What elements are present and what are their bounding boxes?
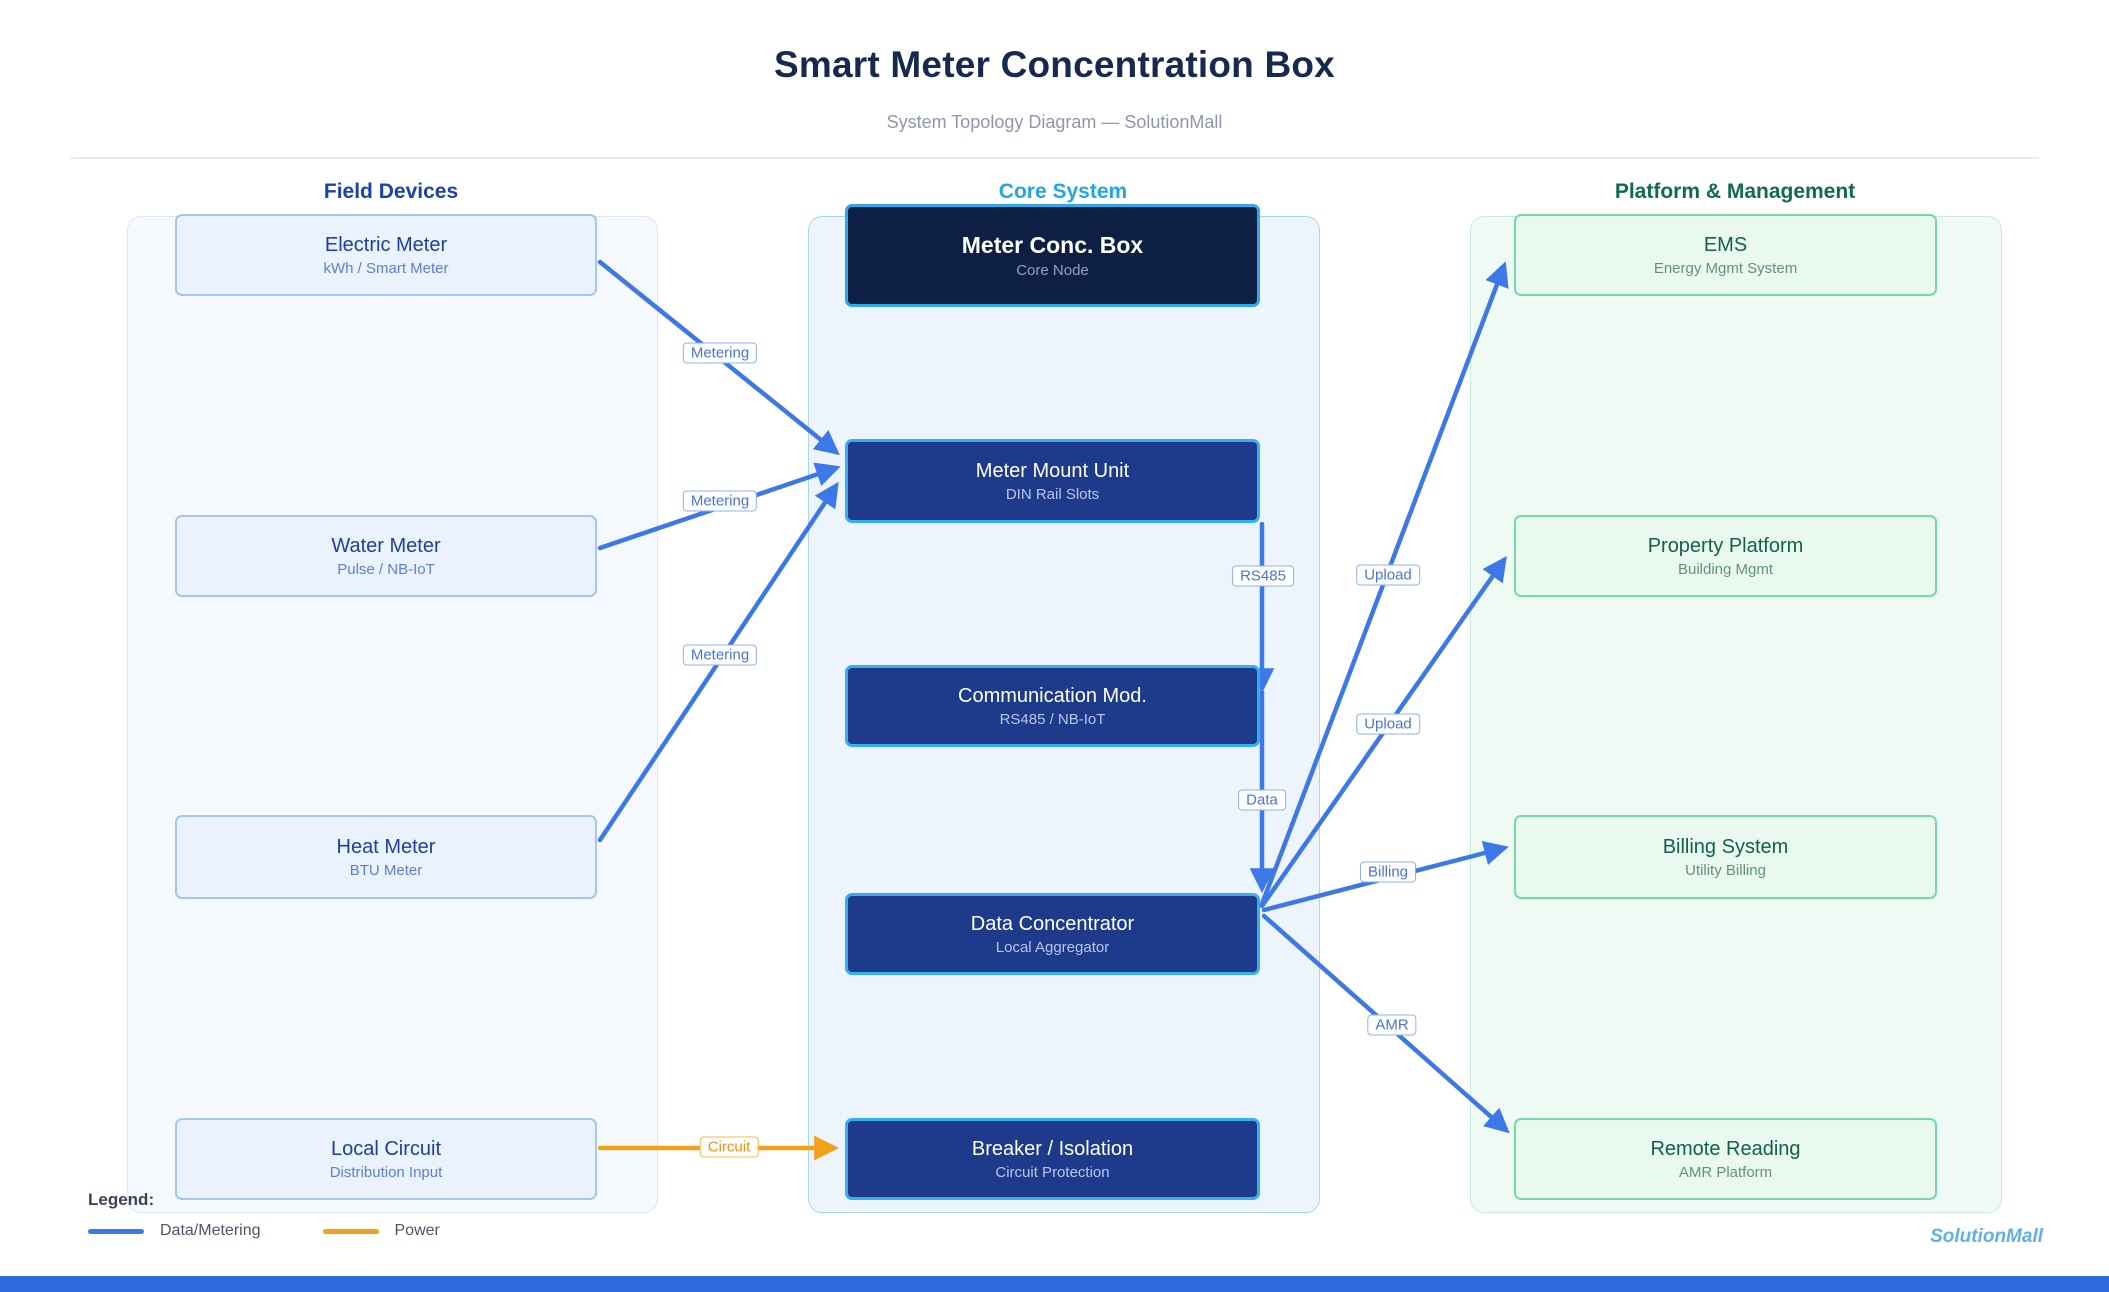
- edge-label-metering-water: Metering: [682, 490, 758, 512]
- platform-management-lane: [1470, 216, 2002, 1213]
- node-local-circuit: Local Circuit Distribution Input: [175, 1118, 597, 1200]
- node-subtitle: Distribution Input: [329, 1163, 443, 1181]
- node-subtitle: AMR Platform: [1678, 1163, 1773, 1181]
- node-breaker-isolation: Breaker / Isolation Circuit Protection: [845, 1118, 1260, 1200]
- node-title: Meter Mount Unit: [975, 459, 1130, 482]
- watermark-brand: SolutionMall: [1930, 1226, 2043, 1247]
- legend-label-power: Power: [394, 1222, 440, 1239]
- node-subtitle: Circuit Protection: [995, 1163, 1110, 1181]
- node-meter-conc-box: Meter Conc. Box Core Node: [845, 204, 1260, 307]
- node-title: Remote Reading: [1650, 1137, 1801, 1160]
- node-subtitle: RS485 / NB-IoT: [999, 710, 1106, 728]
- node-subtitle: Pulse / NB-IoT: [337, 560, 435, 578]
- node-title: Billing System: [1662, 835, 1789, 858]
- column-header-platform-management: Platform & Management: [1614, 180, 1856, 203]
- node-title: Property Platform: [1647, 534, 1804, 557]
- node-title: Water Meter: [331, 534, 441, 557]
- node-title: Meter Conc. Box: [961, 232, 1144, 259]
- node-title: EMS: [1703, 233, 1748, 256]
- edge-label-amr: AMR: [1367, 1014, 1417, 1036]
- edge-label-upload-ems: Upload: [1356, 564, 1420, 586]
- edge-label-upload-property: Upload: [1356, 713, 1420, 735]
- node-title: Breaker / Isolation: [971, 1137, 1134, 1160]
- node-electric-meter: Electric Meter kWh / Smart Meter: [175, 214, 597, 296]
- node-title: Electric Meter: [324, 233, 448, 256]
- edge-label-rs485: RS485: [1232, 565, 1294, 587]
- node-title: Data Concentrator: [970, 912, 1135, 935]
- node-water-meter: Water Meter Pulse / NB-IoT: [175, 515, 597, 597]
- node-subtitle: BTU Meter: [349, 861, 423, 879]
- node-remote-reading: Remote Reading AMR Platform: [1514, 1118, 1937, 1200]
- node-billing-system: Billing System Utility Billing: [1514, 815, 1937, 899]
- legend-title: Legend:: [88, 1190, 155, 1209]
- column-header-field-devices: Field Devices: [323, 180, 459, 203]
- header-divider: [70, 157, 2039, 159]
- edge-label-billing: Billing: [1359, 861, 1417, 883]
- node-title: Heat Meter: [336, 835, 436, 858]
- node-communication-mod: Communication Mod. RS485 / NB-IoT: [845, 665, 1260, 747]
- node-subtitle: Building Mgmt: [1677, 560, 1774, 578]
- page-title: Smart Meter Concentration Box: [774, 44, 1335, 85]
- node-meter-mount-unit: Meter Mount Unit DIN Rail Slots: [845, 439, 1260, 523]
- node-heat-meter: Heat Meter BTU Meter: [175, 815, 597, 899]
- node-property-platform: Property Platform Building Mgmt: [1514, 515, 1937, 597]
- node-ems: EMS Energy Mgmt System: [1514, 214, 1937, 296]
- edge-label-circuit: Circuit: [699, 1136, 759, 1158]
- bottom-accent-bar: [0, 1276, 2109, 1292]
- node-title: Local Circuit: [330, 1137, 442, 1160]
- page-subtitle: System Topology Diagram — SolutionMall: [886, 112, 1223, 132]
- legend-label-data-metering: Data/Metering: [160, 1222, 261, 1239]
- legend: Legend: Data/Metering Power: [88, 1190, 440, 1240]
- node-subtitle: kWh / Smart Meter: [323, 259, 449, 277]
- column-header-core-system: Core System: [998, 180, 1128, 203]
- node-data-concentrator: Data Concentrator Local Aggregator: [845, 893, 1260, 975]
- edge-label-metering-electric: Metering: [682, 342, 758, 364]
- edge-label-metering-heat: Metering: [682, 644, 758, 666]
- node-subtitle: Energy Mgmt System: [1653, 259, 1798, 277]
- node-subtitle: DIN Rail Slots: [1005, 485, 1100, 503]
- node-subtitle: Utility Billing: [1685, 861, 1766, 879]
- field-devices-lane: [127, 216, 658, 1213]
- legend-row: Data/Metering Power: [88, 1222, 440, 1240]
- edge-label-data: Data: [1238, 789, 1286, 811]
- legend-swatch-data-metering: [88, 1228, 144, 1234]
- legend-swatch-power: [322, 1228, 379, 1234]
- node-subtitle: Local Aggregator: [995, 938, 1110, 956]
- node-title: Communication Mod.: [958, 684, 1147, 707]
- node-subtitle: Core Node: [1016, 261, 1089, 279]
